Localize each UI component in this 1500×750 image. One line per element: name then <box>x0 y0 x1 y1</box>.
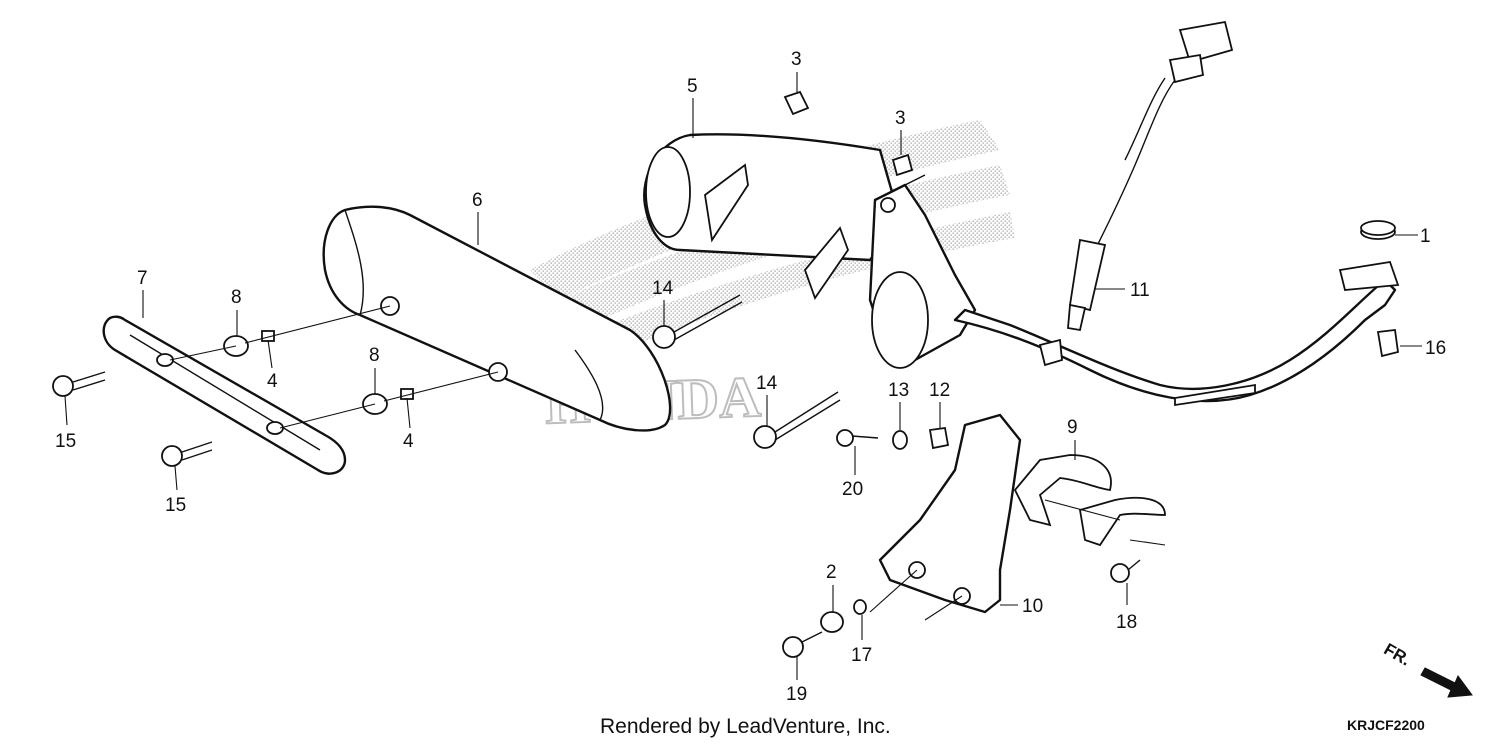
callout-6[interactable]: 6 <box>472 190 483 211</box>
washer-part-13[interactable] <box>892 430 908 450</box>
credit-text: Rendered by LeadVenture, Inc. <box>600 715 891 738</box>
bolt-part-18[interactable] <box>1110 559 1141 583</box>
front-label: FR. <box>1381 639 1414 669</box>
callout-20[interactable]: 20 <box>842 479 863 500</box>
callout-15b[interactable]: 15 <box>165 495 186 516</box>
callout-18[interactable]: 18 <box>1116 612 1137 633</box>
callout-4a[interactable]: 4 <box>267 371 278 392</box>
leader-lines <box>64 72 1422 680</box>
callout-19[interactable]: 19 <box>786 684 807 705</box>
bolt-part-15a[interactable] <box>52 371 106 397</box>
callout-13[interactable]: 13 <box>888 380 909 401</box>
muffler-protector-part-7[interactable] <box>102 315 347 475</box>
callout-3a[interactable]: 3 <box>791 49 802 70</box>
callout-17[interactable]: 17 <box>851 645 872 666</box>
o2-sensor-part-11[interactable] <box>1067 20 1234 332</box>
callout-7[interactable]: 7 <box>137 268 148 289</box>
arrow-right-icon <box>1420 667 1473 698</box>
bolt-part-14a[interactable] <box>652 294 743 349</box>
nut-part-12[interactable] <box>928 426 950 450</box>
callout-16[interactable]: 16 <box>1425 338 1446 359</box>
nut-part-16[interactable] <box>1376 329 1400 358</box>
callout-9[interactable]: 9 <box>1067 417 1078 438</box>
callout-10[interactable]: 10 <box>1022 596 1043 617</box>
nut-part-3b[interactable] <box>891 153 914 177</box>
callout-8a[interactable]: 8 <box>231 287 242 308</box>
callout-14b[interactable]: 14 <box>756 373 778 394</box>
callout-labels: 1 2 3 3 4 4 5 6 7 8 8 9 10 11 12 13 14 1… <box>55 49 1446 705</box>
callout-4b[interactable]: 4 <box>403 431 414 452</box>
callout-1[interactable]: 1 <box>1420 226 1431 247</box>
callout-14a[interactable]: 14 <box>652 278 674 299</box>
callout-15a[interactable]: 15 <box>55 431 76 452</box>
bolt-part-15b[interactable] <box>161 441 213 467</box>
exhaust-pipe-assembly[interactable] <box>868 174 1400 407</box>
callout-5[interactable]: 5 <box>687 76 698 97</box>
callout-2[interactable]: 2 <box>826 562 837 583</box>
exhaust-cover-part-5[interactable] <box>643 133 902 300</box>
hardware-group <box>52 90 1400 658</box>
bolt-part-14b[interactable] <box>753 391 841 449</box>
nut-part-3a[interactable] <box>783 90 810 116</box>
callout-3b[interactable]: 3 <box>895 108 906 129</box>
bolt-part-20[interactable] <box>836 429 879 447</box>
collar-part-17[interactable] <box>853 599 867 615</box>
bolt-part-19[interactable] <box>782 631 823 658</box>
band-part-9[interactable] <box>1013 454 1166 547</box>
front-direction-indicator: FR. <box>1381 639 1473 698</box>
callout-8b[interactable]: 8 <box>369 345 380 366</box>
callout-11[interactable]: 11 <box>1130 280 1150 301</box>
grommet-part-2[interactable] <box>820 611 844 633</box>
callout-12[interactable]: 12 <box>929 380 950 401</box>
diagram-code: KRJCF2200 <box>1347 717 1425 733</box>
